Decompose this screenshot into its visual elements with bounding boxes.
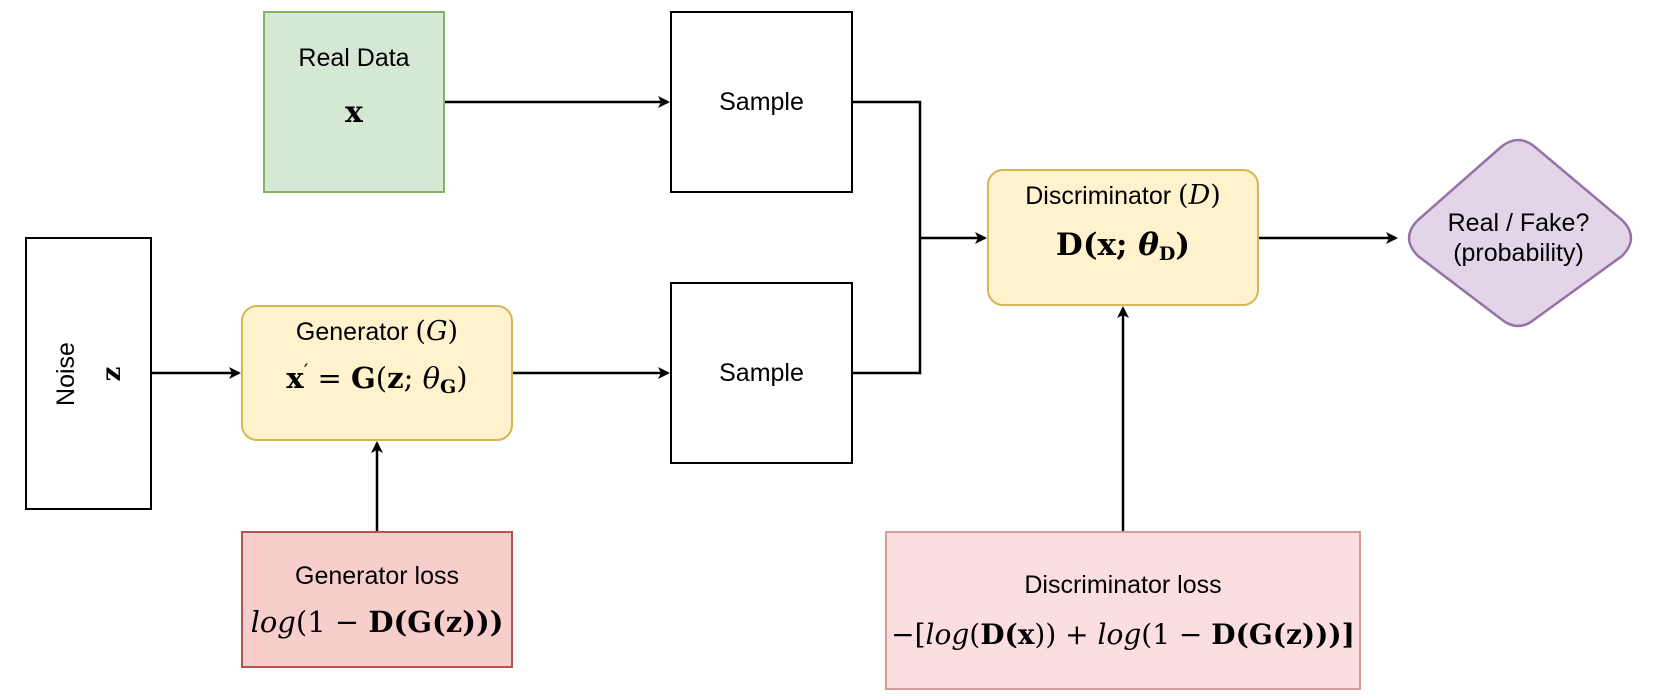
- real-data-variable: x: [345, 95, 363, 130]
- connector-sample-fake-to-junction: [853, 238, 922, 375]
- sample-fake-box: Sample: [670, 282, 853, 464]
- decision-line-2: (probability): [1453, 239, 1584, 267]
- discriminator-loss-label: Discriminator loss: [1024, 571, 1222, 599]
- discriminator-formula: D(x; θD): [1055, 227, 1191, 265]
- discriminator-loss-formula: −[log(D(x)) + log(1 − D(G(z)))]: [891, 618, 1355, 651]
- decision-node: Real / Fake? (probability): [1400, 140, 1637, 336]
- noise-box: Noise z: [25, 237, 152, 510]
- discriminator-box: Discriminator (D) D(x; θD): [987, 169, 1259, 306]
- generator-box: Generator (G) x′ = G(z; θG): [241, 305, 513, 441]
- real-data-label: Real Data: [298, 44, 410, 72]
- noise-variable: z: [96, 366, 127, 381]
- decision-line-1: Real / Fake?: [1447, 209, 1590, 237]
- generator-loss-label: Generator loss: [295, 561, 459, 590]
- generator-formula: x′ = G(z; θG): [286, 359, 468, 398]
- sample-fake-label: Sample: [719, 359, 804, 387]
- noise-label: Noise: [51, 341, 80, 406]
- decision-diamond: [1407, 138, 1633, 328]
- connector-sample-real-to-junction: [853, 100, 922, 238]
- real-data-box: Real Data x: [263, 11, 445, 193]
- discriminator-loss-box: Discriminator loss −[log(D(x)) + log(1 −…: [885, 531, 1361, 690]
- generator-label: Generator (G): [295, 316, 459, 347]
- sample-real-box: Sample: [670, 11, 853, 193]
- generator-loss-formula: log(1 − D(G(z))): [250, 604, 504, 639]
- sample-real-label: Sample: [719, 88, 804, 116]
- discriminator-label: Discriminator (D): [1025, 180, 1221, 211]
- generator-loss-box: Generator loss log(1 − D(G(z))): [241, 531, 513, 668]
